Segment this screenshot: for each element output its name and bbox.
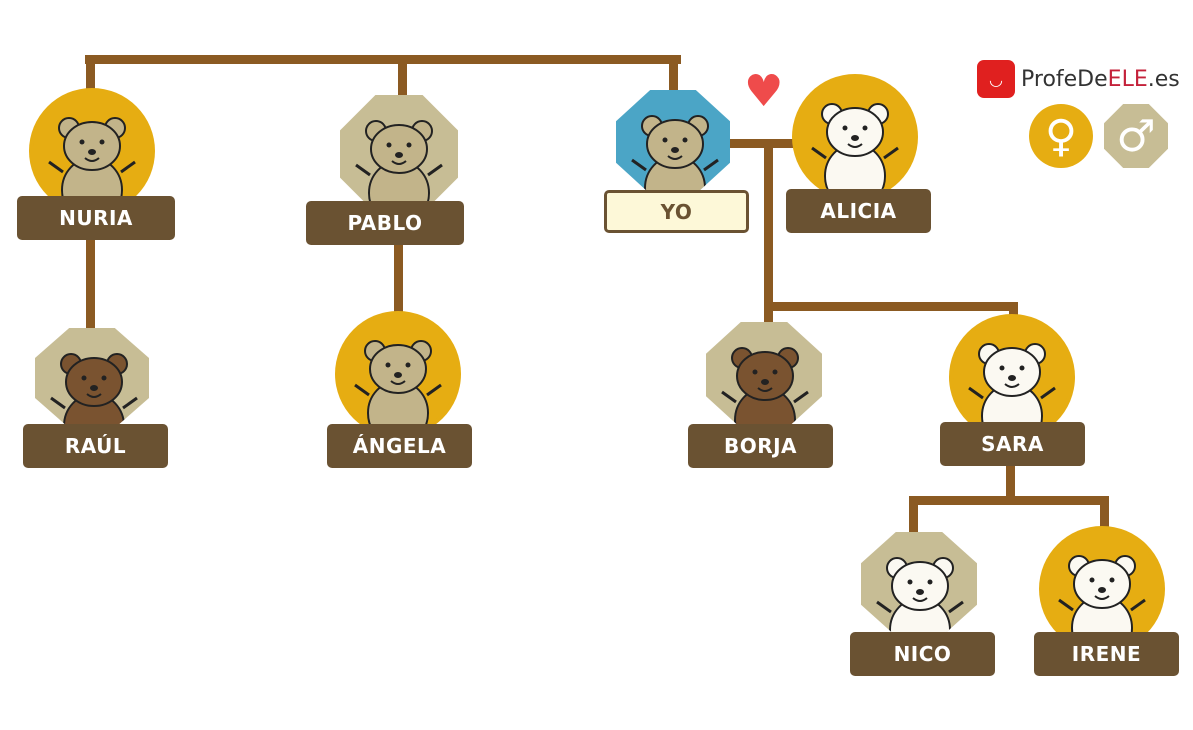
bear-icon	[47, 110, 137, 210]
connector	[1006, 465, 1015, 503]
bear-icon	[720, 340, 810, 428]
connector	[86, 238, 95, 333]
brand-logo: ◡ ProfeDeELE.es	[977, 60, 1180, 98]
connector	[85, 55, 681, 64]
member-label-yo: YO	[604, 190, 749, 233]
brand-text: ProfeDeELE.es	[1021, 66, 1180, 92]
male-badge	[340, 95, 458, 213]
connector	[728, 139, 798, 148]
female-badge	[1043, 530, 1161, 648]
bear-icon	[630, 108, 720, 194]
bear-icon	[967, 336, 1057, 436]
male-badge	[706, 322, 822, 428]
member-label-sara: SARA	[940, 422, 1085, 466]
connector	[764, 139, 773, 324]
female-badge	[796, 78, 914, 196]
connector	[394, 243, 403, 323]
female-badge	[33, 92, 151, 210]
female-badge	[953, 318, 1071, 436]
member-label-pablo: PABLO	[306, 201, 464, 245]
connector	[86, 55, 95, 100]
bear-icon	[875, 550, 965, 636]
connector	[764, 302, 1018, 311]
member-label-angela: ÁNGELA	[327, 424, 472, 468]
member-label-irene: IRENE	[1034, 632, 1179, 676]
connector	[909, 496, 1109, 505]
connector	[1009, 302, 1018, 332]
male-badge	[861, 532, 977, 636]
connector	[909, 496, 918, 541]
male-icon: ♂	[1104, 104, 1168, 168]
male-badge	[35, 328, 149, 428]
heart-icon: ♥	[744, 66, 784, 117]
bear-icon	[354, 113, 444, 213]
member-label-alicia: ALICIA	[786, 189, 931, 233]
smile-icon: ◡	[977, 60, 1015, 98]
female-icon: ♀	[1029, 104, 1093, 168]
member-label-nico: NICO	[850, 632, 995, 676]
member-label-nuria: NURIA	[17, 196, 175, 240]
bear-icon	[353, 333, 443, 433]
connector	[398, 55, 407, 100]
bear-icon	[810, 96, 900, 196]
member-label-borja: BORJA	[688, 424, 833, 468]
female-badge	[339, 315, 457, 433]
bear-icon	[49, 346, 139, 428]
self-badge	[616, 90, 730, 194]
connector	[669, 55, 678, 95]
connector	[1100, 496, 1109, 541]
member-label-raul: RAÚL	[23, 424, 168, 468]
